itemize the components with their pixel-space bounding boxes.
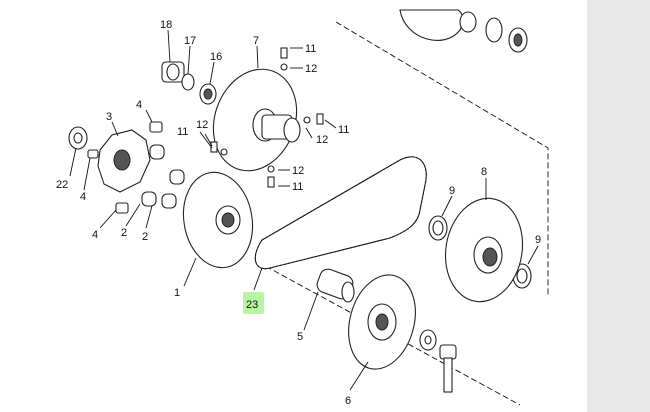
- callout-23-highlight: [243, 292, 264, 314]
- callout-17: 17: [184, 35, 196, 47]
- callout-8: 8: [481, 166, 487, 178]
- callout-7: 7: [253, 35, 259, 47]
- callout-4-c: 4: [92, 229, 98, 241]
- callout-6: 6: [345, 395, 351, 407]
- callout-11-a: 11: [305, 43, 316, 55]
- callout-11-b: 11: [338, 124, 349, 136]
- callout-labels: 18 17 16 7 11 12 3 4 12 11 11 12 22 4 12…: [56, 19, 541, 407]
- callout-9-b: 9: [535, 234, 541, 246]
- callout-11-c: 11: [177, 126, 188, 138]
- washer-bottom: [419, 329, 437, 351]
- part-17-ring: [181, 73, 195, 91]
- part-3-cam-plate: [97, 129, 151, 193]
- callout-12-d: 12: [292, 165, 304, 177]
- callout-12-b: 12: [196, 119, 208, 131]
- part-6-fan: [348, 274, 416, 370]
- callout-12-c: 12: [316, 134, 328, 146]
- part-4-slider-b: [87, 149, 99, 159]
- callout-22: 22: [56, 179, 68, 191]
- side-panel: [587, 0, 650, 412]
- part-7-plate: [212, 68, 301, 172]
- callout-23: 23: [246, 299, 258, 311]
- bolt-bottom: [439, 344, 457, 393]
- part-9-ring-a: [428, 215, 448, 241]
- callout-4-b: 4: [80, 191, 86, 203]
- part-16-bearing: [199, 83, 217, 105]
- callout-3: 3: [106, 111, 112, 123]
- callout-11-d: 11: [292, 181, 303, 193]
- callout-9-a: 9: [449, 185, 455, 197]
- callout-12-a: 12: [305, 63, 317, 75]
- partial-clutch-housing: [399, 9, 528, 53]
- part-4-slider-a: [149, 121, 163, 133]
- callout-16: 16: [210, 51, 222, 63]
- part-5-collar: [316, 268, 355, 303]
- part-2-rollers: [141, 144, 185, 209]
- part-1-sheave: [182, 171, 254, 269]
- callout-1: 1: [174, 287, 180, 299]
- callout-2-a: 2: [121, 227, 127, 239]
- exploded-parts-diagram: 18 17 16 7 11 12 3 4 12 11 11 12 22 4 12…: [56, 9, 549, 407]
- part-23-belt: [254, 156, 427, 270]
- callout-2-b: 2: [142, 231, 148, 243]
- part-4-slider-c: [115, 202, 129, 214]
- part-8-pulley: [444, 197, 524, 303]
- callout-5: 5: [297, 331, 303, 343]
- leader-lines: [69, 29, 539, 391]
- callout-18: 18: [160, 19, 172, 31]
- small-bolts: [210, 47, 324, 188]
- part-18-bearing: [161, 61, 185, 83]
- callout-4-a: 4: [136, 99, 142, 111]
- part-22-washer: [68, 126, 88, 150]
